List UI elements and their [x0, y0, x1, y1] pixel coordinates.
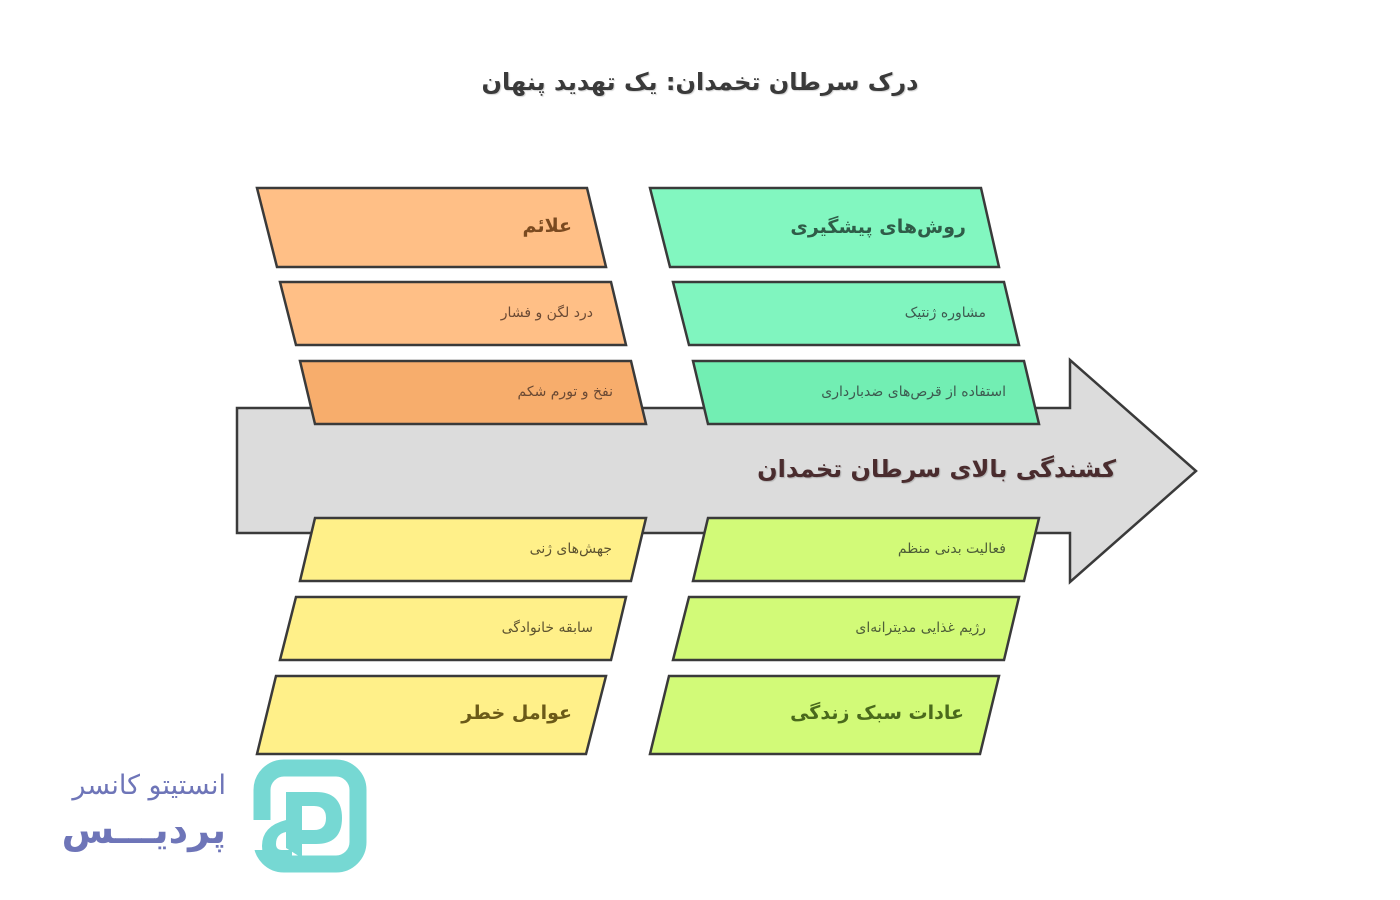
symptoms-heading: علائم	[522, 215, 572, 237]
logo-text-pardis: پردیـــس	[61, 808, 226, 852]
lifestyle-item-2: رژیم غذایی مدیترانه‌ای	[855, 620, 986, 636]
p-letter-logo-icon	[252, 759, 367, 873]
risk-heading: عوامل خطر	[461, 702, 572, 724]
symptoms-item-2-box	[298, 359, 648, 426]
symptoms-item-1-box	[278, 280, 628, 347]
diagram-title: درک سرطان تخمدان: یک تهدید پنهان	[481, 68, 919, 96]
risk-item-1-box	[298, 516, 648, 583]
risk-item-1: جهش‌های ژنی	[529, 541, 612, 557]
center-label: کشندگی بالای سرطان تخمدان	[757, 455, 1116, 483]
risk-heading-box	[255, 674, 608, 756]
prevention-heading-box	[648, 186, 1001, 269]
risk-item-2: سابقه خانوادگی	[501, 620, 593, 636]
symptoms-heading-box	[255, 186, 608, 269]
logo-text-institute: انستیتو کانسر	[72, 770, 226, 801]
lifestyle-item-1: فعالیت بدنی منظم	[897, 541, 1006, 557]
prevention-item-1-box	[671, 280, 1021, 347]
prevention-heading: روش‌های پیشگیری	[790, 216, 966, 238]
symptoms-item-2: نفخ و تورم شکم	[517, 384, 613, 400]
lifestyle-item-1-box	[691, 516, 1041, 583]
prevention-item-2: استفاده از قرص‌های ضدبارداری	[821, 384, 1006, 400]
lifestyle-item-2-box	[671, 595, 1021, 662]
lifestyle-heading-box	[648, 674, 1001, 756]
prevention-item-2-box	[691, 359, 1041, 426]
prevention-item-1: مشاوره ژنتیک	[904, 305, 986, 321]
risk-item-2-box	[278, 595, 628, 662]
lifestyle-heading: عادات سبک زندگی	[790, 702, 964, 724]
symptoms-item-1: درد لگن و فشار	[500, 305, 593, 321]
